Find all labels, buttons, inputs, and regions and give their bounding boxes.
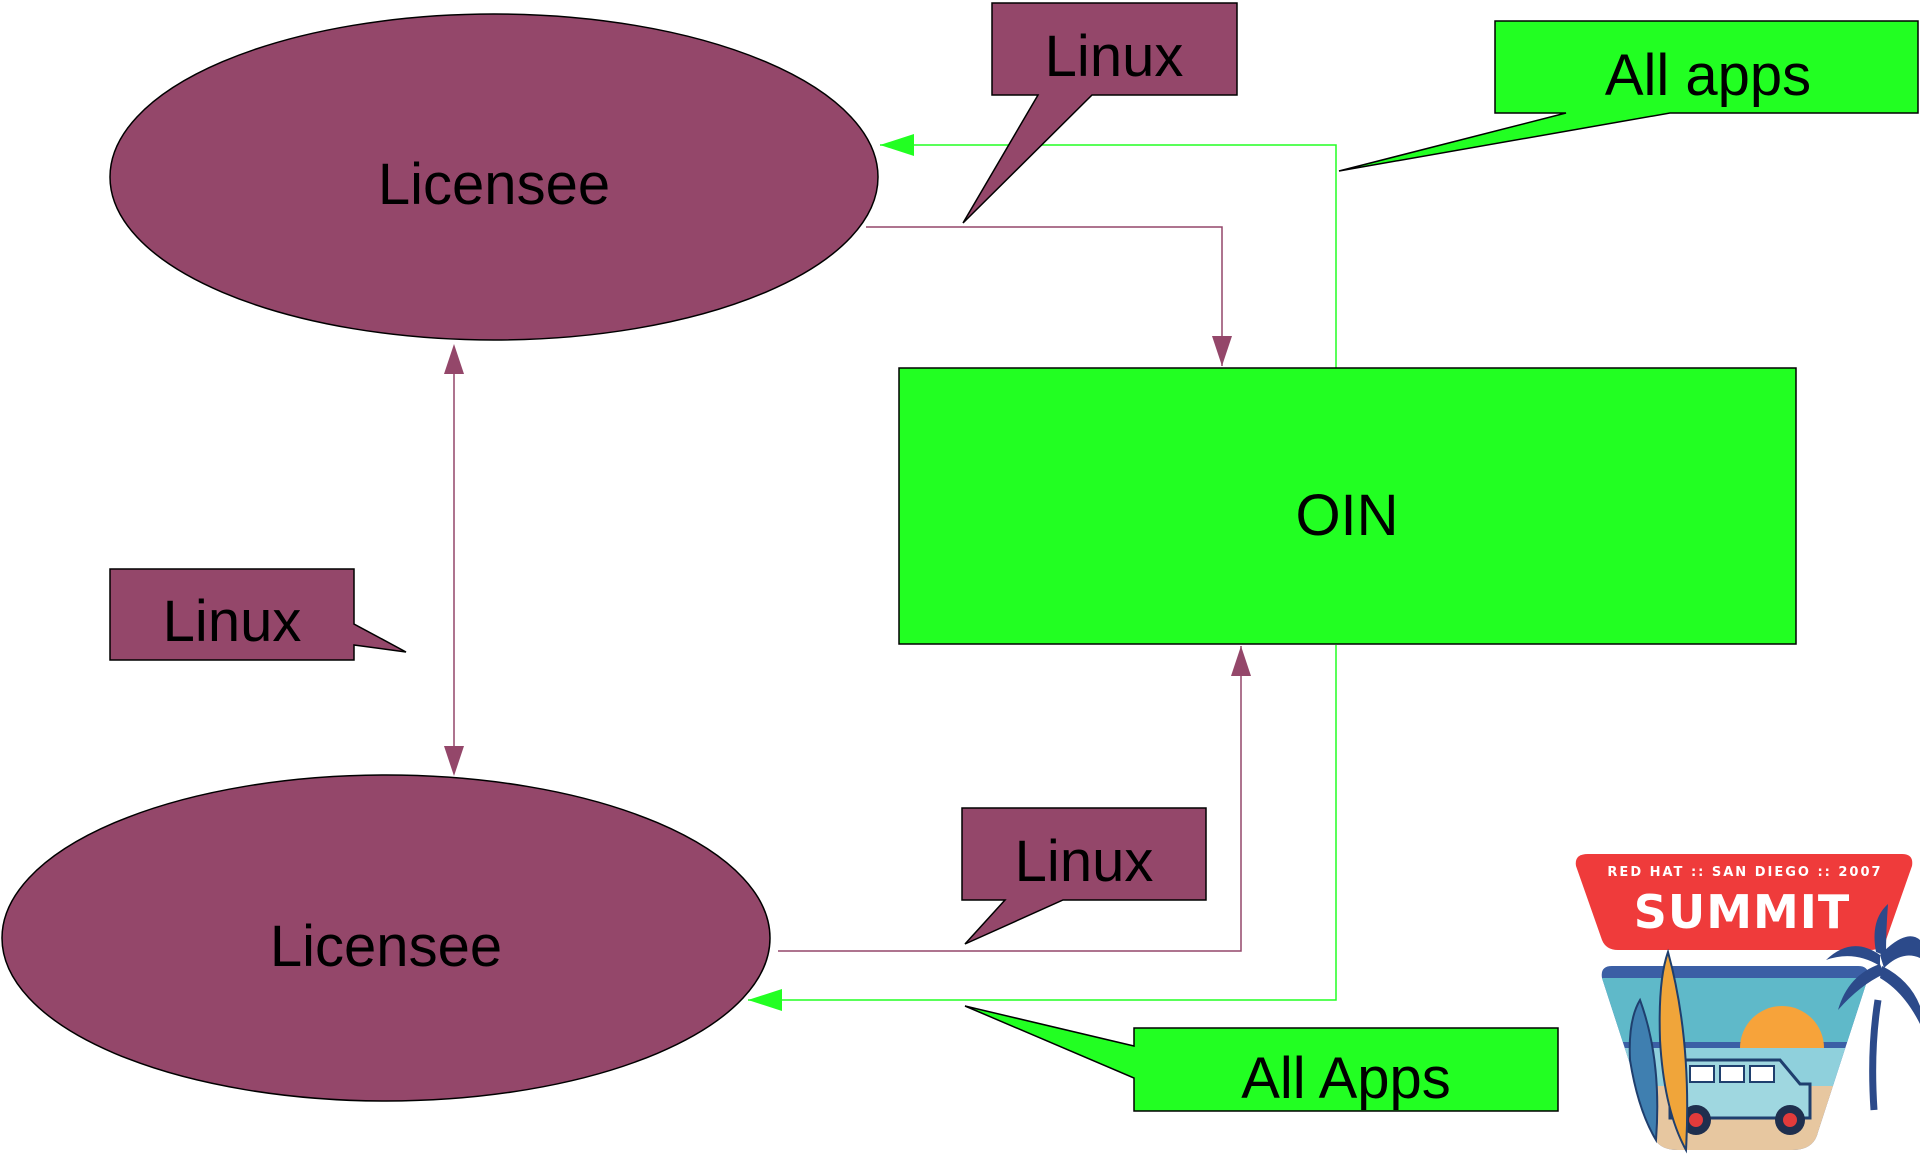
car-icon	[1668, 1058, 1812, 1135]
arrowhead-down	[444, 746, 464, 776]
arrowhead-left	[748, 989, 782, 1011]
callout-linux-bottom: Linux	[961, 807, 1207, 945]
connector-oin-to-bottom-licensee	[748, 645, 1337, 1011]
callout-all-apps-top-text: All apps	[1605, 43, 1811, 108]
arrowhead-up	[1231, 646, 1251, 676]
licensee-top-label: Licensee	[378, 152, 610, 217]
arrowhead-down	[1212, 336, 1232, 366]
callout-linux-top: Linux	[962, 2, 1238, 224]
surfboard-icon	[1628, 997, 1659, 1144]
callout-all-apps-bottom: All Apps	[964, 1005, 1559, 1112]
callout-linux-left-text: Linux	[163, 589, 302, 654]
logo-topline: RED HAT :: SAN DIEGO :: 2007	[1607, 865, 1882, 880]
logo-banner	[1575, 854, 1913, 950]
arrowhead-left	[880, 134, 914, 156]
connector-licensee-to-licensee	[444, 344, 464, 776]
callout-all-apps-top: All apps	[1338, 20, 1919, 172]
callout-linux-bottom-text: Linux	[1015, 829, 1154, 894]
callout-linux-top-text: Linux	[1045, 24, 1184, 89]
oin-node: OIN	[898, 367, 1797, 645]
connector-oin-to-top-licensee	[880, 134, 1337, 368]
surfboard-icon	[1658, 948, 1689, 1154]
palm-tree-icon	[1826, 904, 1920, 1111]
callout-linux-left: Linux	[109, 568, 407, 661]
licensee-node-top: Licensee	[109, 13, 879, 341]
arrowhead-up	[444, 344, 464, 374]
licensee-bottom-label: Licensee	[270, 914, 502, 979]
licensee-node-bottom: Licensee	[1, 774, 771, 1102]
oin-label: OIN	[1295, 483, 1398, 548]
connector-top-licensee-to-oin	[866, 226, 1232, 366]
summit-logo: RED HAT :: SAN DIEGO :: 2007 SUMMIT	[1575, 854, 1920, 1154]
logo-title: SUMMIT	[1634, 885, 1851, 939]
callout-all-apps-bottom-text: All Apps	[1241, 1046, 1451, 1111]
connector-bottom-licensee-to-oin	[778, 646, 1251, 952]
